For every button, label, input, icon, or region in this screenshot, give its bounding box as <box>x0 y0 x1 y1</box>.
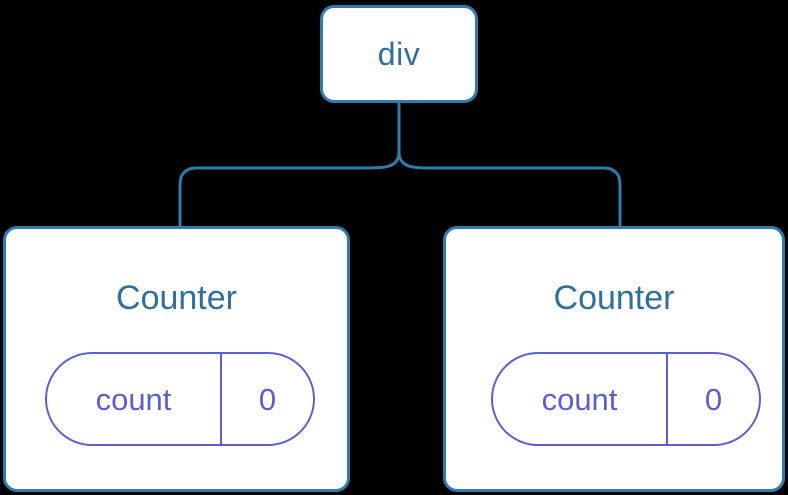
node-counter-left-title: Counter <box>116 279 237 317</box>
state-pill-right[interactable]: count 0 <box>491 352 761 446</box>
state-pill-left[interactable]: count 0 <box>45 352 315 446</box>
connector-fork-left <box>178 151 401 228</box>
node-counter-left[interactable]: Counter count 0 <box>3 226 350 492</box>
state-pill-right-value: 0 <box>704 381 723 417</box>
connector-fork-right <box>397 151 622 228</box>
node-counter-right[interactable]: Counter count 0 <box>443 226 785 492</box>
node-counter-right-title: Counter <box>553 279 675 317</box>
state-pill-left-key: count <box>47 354 222 444</box>
node-div-label: div <box>377 36 421 72</box>
state-pill-left-value: 0 <box>258 381 277 417</box>
state-pill-right-key: count <box>493 354 668 444</box>
node-div[interactable]: div <box>320 5 478 103</box>
